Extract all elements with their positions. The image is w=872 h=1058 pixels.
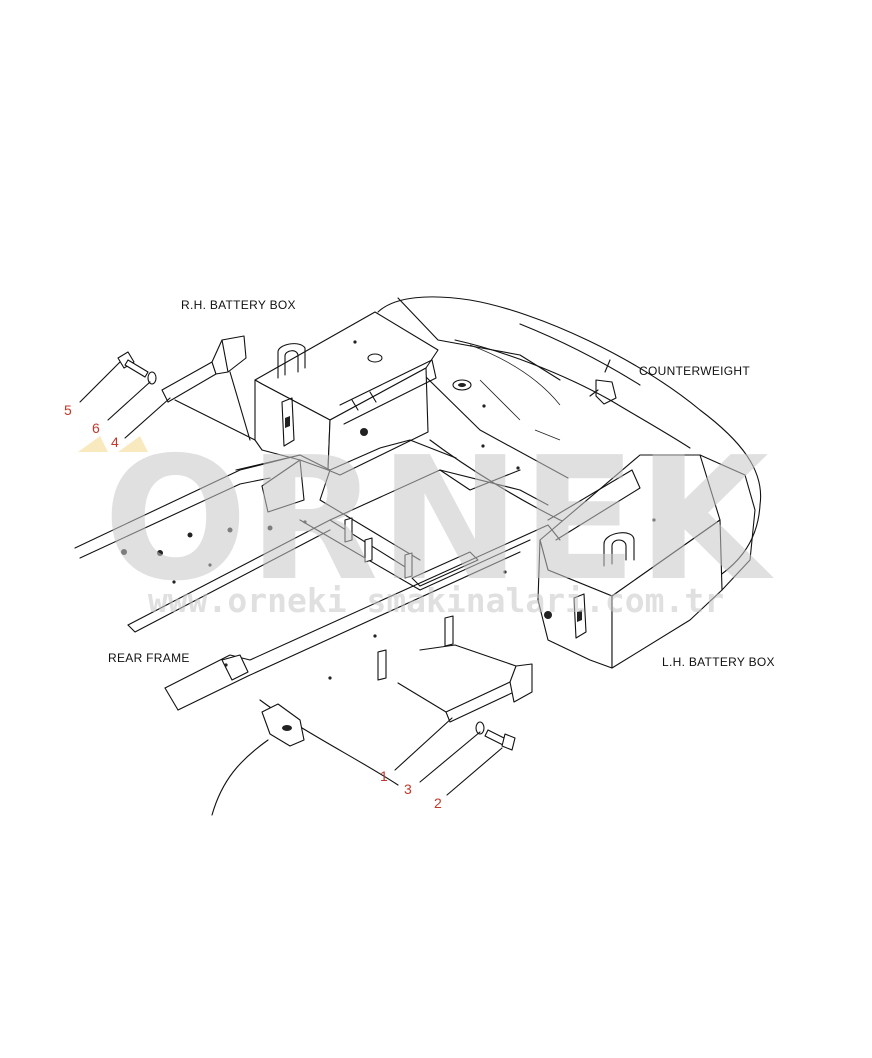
rh-bracket-assembly xyxy=(117,335,256,441)
lh-bracket-assembly xyxy=(397,644,533,751)
watermark-url: www.orneki smakinalari.com.tr xyxy=(148,581,724,620)
rh-battery-box-drawing xyxy=(254,311,439,476)
bolt-2 xyxy=(484,729,516,751)
callout-6: 6 xyxy=(92,420,100,436)
rear-frame-drawing xyxy=(74,439,561,816)
washer-3 xyxy=(475,721,485,735)
watermark-accent-left xyxy=(78,436,108,452)
lh-battery-box-drawing xyxy=(537,454,756,669)
counterweight-drawing xyxy=(377,296,762,593)
washer-6 xyxy=(147,371,157,385)
bolt-5 xyxy=(117,351,149,378)
rh-battery-box-label: R.H. BATTERY BOX xyxy=(181,298,296,312)
counterweight-label: COUNTERWEIGHT xyxy=(639,364,750,378)
callout-5: 5 xyxy=(64,402,72,418)
callout-3: 3 xyxy=(404,781,412,797)
watermark: ORNEK www.orneki smakinalari.com.tr xyxy=(78,421,774,620)
leader-lines xyxy=(79,361,503,796)
watermark-accent-right xyxy=(118,436,148,452)
rear-frame-label: REAR FRAME xyxy=(108,651,190,665)
callout-4: 4 xyxy=(111,434,119,450)
watermark-brand: ORNEK xyxy=(103,421,774,619)
callout-2: 2 xyxy=(434,795,442,811)
callout-1: 1 xyxy=(380,768,388,784)
lh-battery-box-label: L.H. BATTERY BOX xyxy=(662,655,775,669)
